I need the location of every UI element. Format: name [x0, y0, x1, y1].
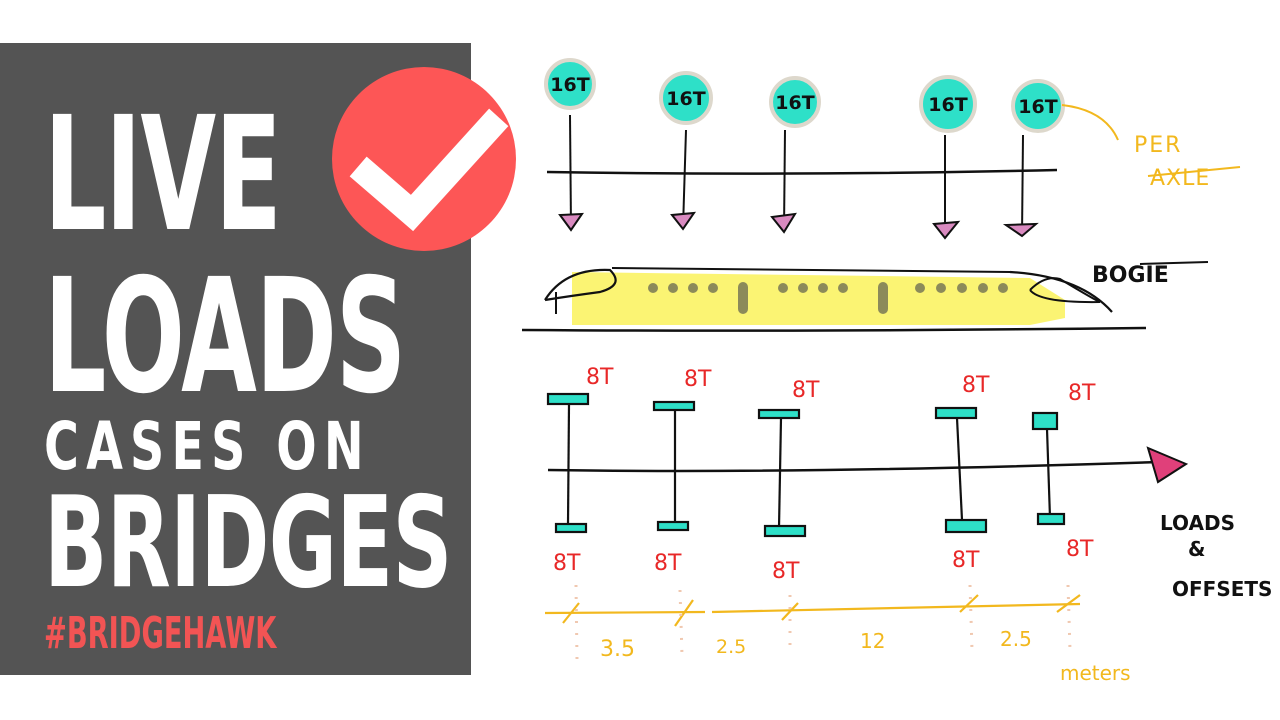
svg-text:LOADS: LOADS [1160, 511, 1235, 535]
svg-text:16T: 16T [1018, 96, 1057, 118]
train-car [521, 267, 1147, 332]
svg-text:8T: 8T [962, 373, 990, 398]
svg-text:8T: 8T [1068, 381, 1096, 406]
svg-text:16T: 16T [775, 92, 814, 114]
per-axle-note: PER [1134, 133, 1182, 158]
svg-text:8T: 8T [654, 551, 682, 576]
svg-text:3.5: 3.5 [600, 637, 635, 662]
svg-text:OFFSETS: OFFSETS [1172, 577, 1272, 601]
checkmark-icon [332, 67, 516, 251]
axle-load-3 [769, 76, 821, 234]
title-bridges: BRIDGES [44, 469, 452, 616]
svg-text:8T: 8T [684, 367, 712, 392]
bogie-label: BOGIE [1092, 263, 1169, 288]
svg-text:16T: 16T [666, 88, 705, 110]
svg-text:8T: 8T [586, 365, 614, 390]
svg-text:8T: 8T [952, 548, 980, 573]
svg-text:&: & [1188, 537, 1205, 561]
units-label: meters [1060, 661, 1131, 685]
svg-text:16T: 16T [928, 94, 967, 116]
axle-load-2 [659, 71, 713, 231]
per-axle-note-2: AXLE [1150, 166, 1210, 191]
svg-text:8T: 8T [772, 559, 800, 584]
svg-text:2.5: 2.5 [1000, 627, 1032, 651]
svg-text:8T: 8T [1066, 537, 1094, 562]
title-cases-on: CASES ON [44, 408, 371, 485]
svg-text:2.5: 2.5 [716, 636, 746, 658]
svg-text:8T: 8T [553, 551, 581, 576]
hashtag-label: #BRIDGEHAWK [44, 608, 277, 659]
title-loads: LOADS [44, 245, 406, 429]
svg-text:16T: 16T [550, 74, 589, 96]
title-live: LIVE [44, 83, 282, 267]
svg-text:8T: 8T [792, 378, 820, 403]
svg-text:12: 12 [860, 629, 885, 653]
axle-load-1 [544, 58, 596, 232]
axle-load-4 [919, 75, 977, 240]
